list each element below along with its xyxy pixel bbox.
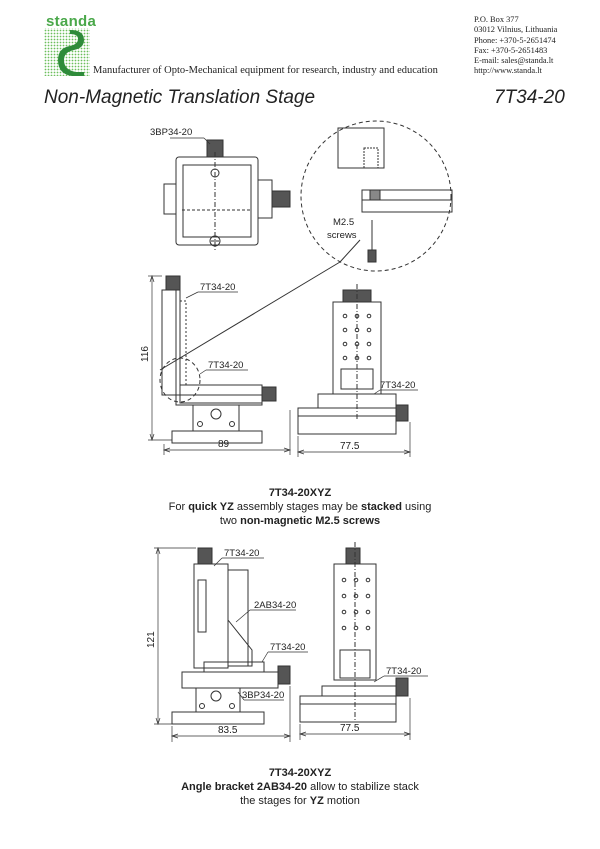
contact-email[interactable]: E-mail: sales@standa.lt	[474, 56, 554, 66]
caption1-text-g: non-magnetic M2.5 screws	[240, 515, 381, 527]
caption1-text-e: using	[402, 501, 432, 513]
label-side-stage: 7T34-20	[380, 380, 415, 391]
caption2-text-b: allow to stabilize stack	[307, 781, 419, 793]
label-lower-stage: 7T34-20	[208, 360, 243, 371]
contact-city: 03012 Vilnius, Lithuania	[474, 25, 558, 35]
caption1-text-a: For	[168, 501, 189, 513]
contact-pobox: P.O. Box 377	[474, 15, 519, 24]
caption2-text-d: YZ	[309, 795, 324, 807]
dim-height-2: 121	[146, 631, 157, 648]
caption2-text-a: Angle bracket 2AB34-20	[181, 781, 308, 793]
caption-figure2: 7T34-20XYZ Angle bracket 2AB34-20 allow …	[0, 766, 600, 808]
tagline: Manufacturer of Opto-Mechanical equipmen…	[93, 65, 438, 76]
dim-height-1: 116	[140, 346, 151, 362]
caption-figure1: 7T34-20XYZ For quick YZ assembly stages …	[0, 486, 600, 528]
label-3bp34-20: 3BP34-20	[150, 127, 192, 138]
side-view-left-1	[159, 275, 277, 444]
label2-bracket: 2AB34-20	[254, 600, 296, 611]
dim-width-left-2: 83.5	[218, 725, 238, 736]
caption1-text-f: two	[219, 515, 241, 527]
label-upper-stage: 7T34-20	[200, 282, 235, 293]
label-screws: screws	[327, 230, 357, 241]
label-m25: M2.5	[333, 217, 354, 228]
label2-upper-stage: 7T34-20	[224, 548, 259, 559]
contact-phone: Phone: +370-5-2651474	[474, 35, 556, 45]
label2-side-stage: 7T34-20	[386, 666, 421, 677]
contact-website[interactable]: http://www.standa.lt	[474, 66, 542, 76]
top-view-drawing	[163, 139, 291, 250]
caption1-text-c: assembly stages may be	[233, 501, 362, 513]
model-number: 7T34-20	[494, 87, 565, 108]
contact-block: P.O. Box 377 03012 Vilnius, Lithuania Ph…	[474, 15, 594, 77]
caption1-text-d: stacked	[361, 501, 402, 513]
side-view-right-2	[299, 542, 409, 723]
contact-fax: Fax: +370-5-2651483	[474, 45, 548, 55]
dim-width-right-1: 77.5	[340, 441, 360, 452]
caption2-text-c: the stages for	[240, 795, 310, 807]
label2-base-part: 3BP34-20	[242, 690, 284, 701]
page-title: Non-Magnetic Translation Stage	[44, 87, 316, 108]
side-view-right-1	[297, 284, 409, 435]
brand-name: standa	[46, 13, 97, 30]
dim-width-left-1: 89	[218, 439, 230, 450]
caption1-heading: 7T34-20XYZ	[268, 487, 332, 499]
standa-logo	[44, 28, 90, 76]
detail-magnifier	[159, 120, 453, 371]
label2-lower-stage: 7T34-20	[270, 642, 305, 653]
caption2-heading: 7T34-20XYZ	[268, 767, 332, 779]
caption1-text-b: quick YZ	[188, 501, 234, 513]
side-view-left-2	[171, 547, 291, 725]
caption2-text-e: motion	[323, 795, 360, 807]
dim-width-right-2: 77.5	[340, 723, 360, 734]
